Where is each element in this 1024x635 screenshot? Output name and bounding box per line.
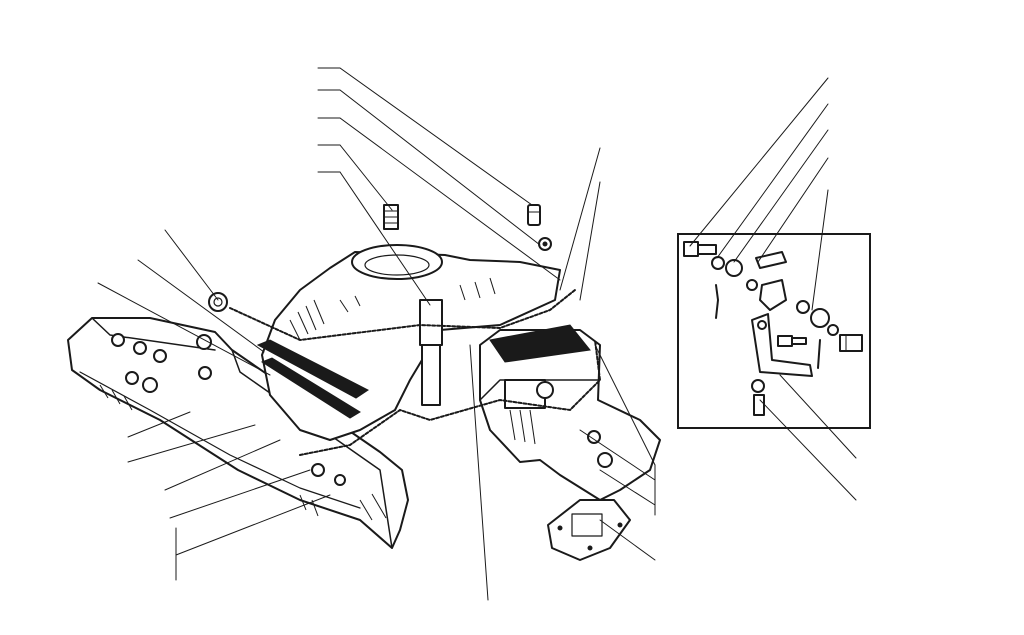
bolt-icon [683,241,717,257]
leader-lines-inset-top [689,77,829,311]
bolt-icon [777,335,807,347]
bolt-icon [839,334,863,352]
intake-manifold-body [256,244,561,441]
bolt-icon [527,204,541,226]
leader-lines-left-bottom [127,411,331,581]
gasket-icon [547,499,631,561]
washer-icon [746,279,758,291]
carburettor-block [419,299,661,501]
leader-lines-right [559,147,656,561]
washer-icon [751,379,765,393]
nut-icon [725,259,743,277]
leader-lines-top-left [97,67,561,376]
leader-line-bottom [469,344,489,601]
nut-icon [538,237,552,251]
bracket-icon [751,313,813,377]
nut-icon [196,334,212,350]
bolt-icon [753,394,765,416]
washer-icon [711,256,725,270]
left-exhaust-manifold [67,317,409,549]
linkage-cable [229,289,576,342]
spring-icon [383,204,399,230]
linkage-cable-2 [299,339,602,456]
washer-icon [208,292,228,312]
leader-lines-inset-bottom [759,374,857,501]
inset-detail-panel [677,233,871,429]
